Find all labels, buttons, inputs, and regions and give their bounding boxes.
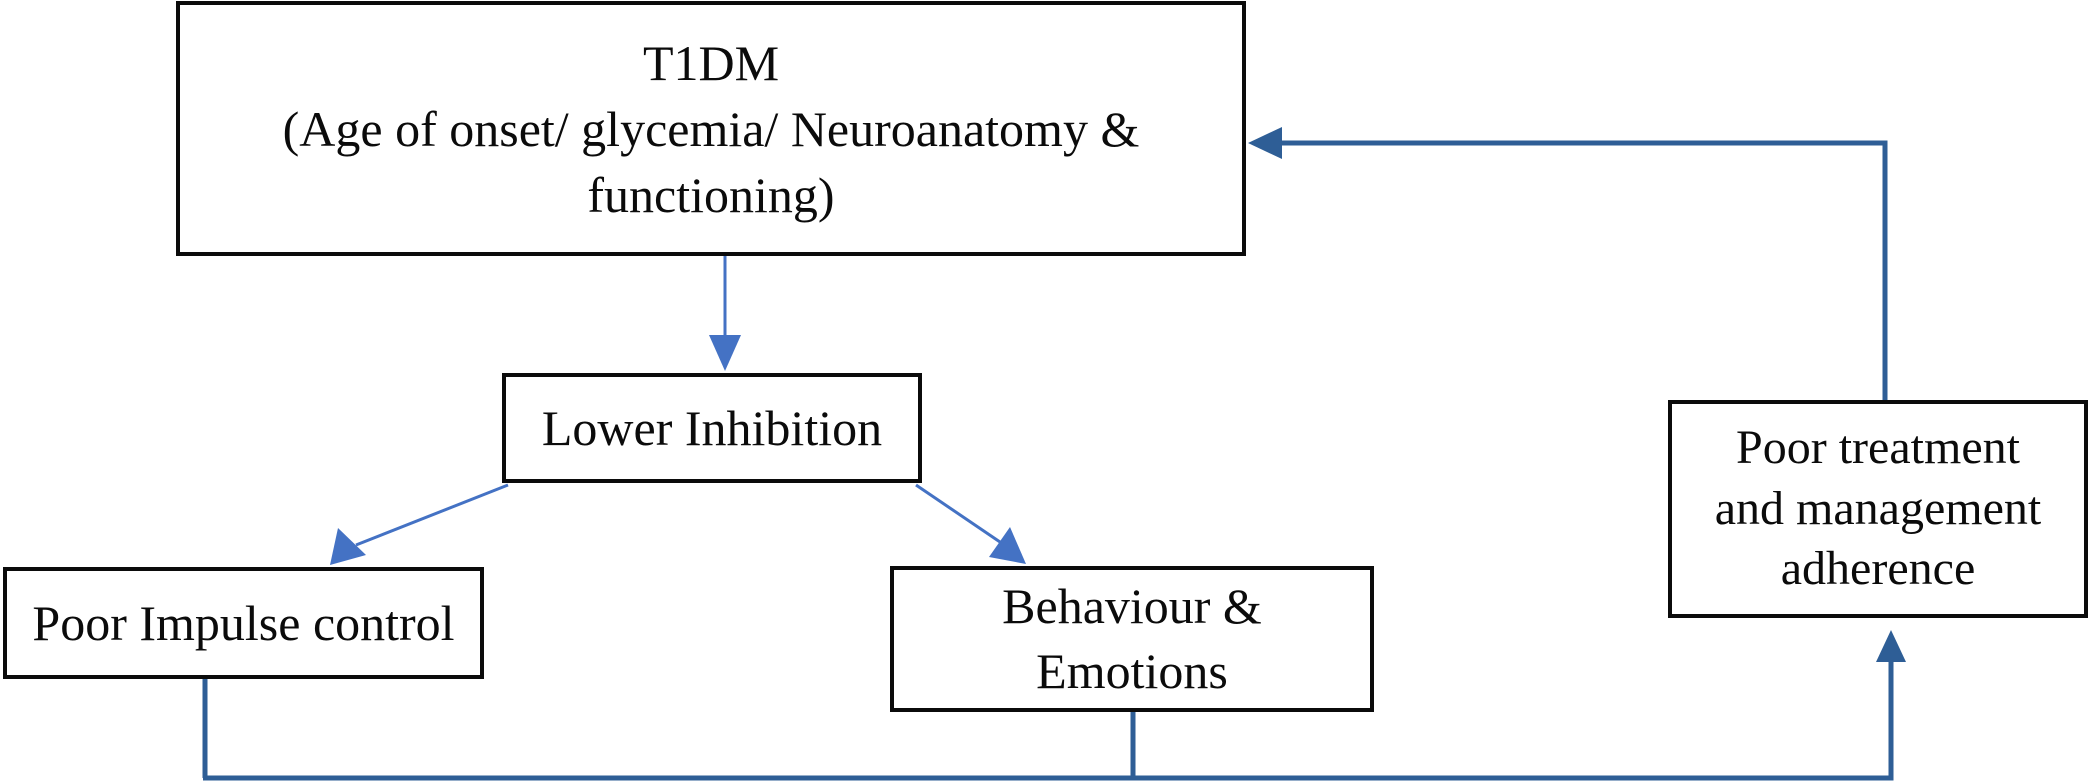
node-poor-impulse-control[interactable]: Poor Impulse control [3,567,484,679]
node-poor-treatment-adherence-label: Poor treatment and management adherence [1714,421,2042,596]
node-behaviour-emotions-label: Behaviour & Emotions [1002,578,1262,699]
edge-lower-inhibition-to-poor-impulse-control [330,483,509,565]
edge-t1dm-to-lower-inhibition [709,256,741,371]
edge-lower-inhibition-to-behaviour-emotions [915,483,1026,564]
node-poor-impulse-control-label: Poor Impulse control [32,594,455,651]
node-behaviour-emotions[interactable]: Behaviour & Emotions [890,566,1374,712]
node-lower-inhibition-label: Lower Inhibition [541,399,883,456]
node-t1dm[interactable]: T1DM (Age of onset/ glycemia/ Neuroanato… [176,1,1246,256]
node-t1dm-label: T1DM (Age of onset/ glycemia/ Neuroanato… [282,34,1140,223]
edge-poor-treatment-adherence-to-t1dm [1248,127,1888,400]
node-poor-treatment-adherence[interactable]: Poor treatment and management adherence [1668,400,2088,618]
node-lower-inhibition[interactable]: Lower Inhibition [502,373,922,483]
